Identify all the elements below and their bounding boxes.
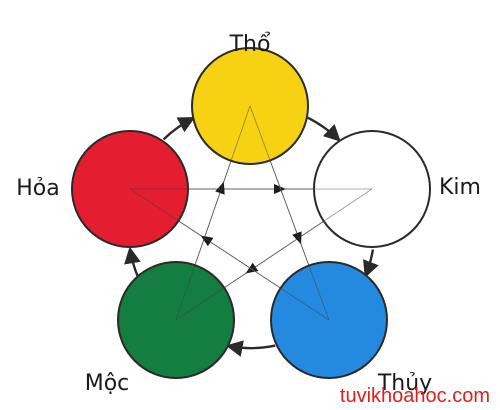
- generating-arrow-tho-to-kim: [307, 116, 341, 142]
- generating-arrow-thuy-to-moc: [225, 340, 276, 357]
- generating-arrow-kim-to-thuy: [363, 249, 379, 278]
- element-circles: [71, 47, 431, 379]
- overcoming-line-overlay-kim-to-moc: [175, 188, 373, 321]
- overcoming-line-overlay-moc-to-tho: [175, 105, 251, 321]
- overcoming-arrowhead-moc-to-tho: [215, 181, 225, 195]
- label-tho: Thổ: [229, 32, 271, 57]
- label-moc: Mộc: [85, 371, 130, 396]
- label-kim: Kim: [439, 175, 481, 200]
- overcoming-arrowhead-tho-to-thuy: [292, 231, 302, 245]
- overcoming-line-overlay-thuy-to-hoa: [129, 188, 330, 321]
- watermark: tuvikhoahoc.com: [340, 385, 490, 407]
- generating-arrow-moc-to-hoa: [124, 246, 141, 277]
- overcoming-line-overlay-tho-to-thuy: [249, 105, 330, 321]
- label-hoa: Hỏa: [16, 176, 59, 201]
- overcoming-arrowhead-thuy-to-hoa: [200, 235, 214, 247]
- generating-arrow-hoa-to-tho: [162, 117, 196, 141]
- label-thuy: Thủy: [377, 371, 432, 396]
